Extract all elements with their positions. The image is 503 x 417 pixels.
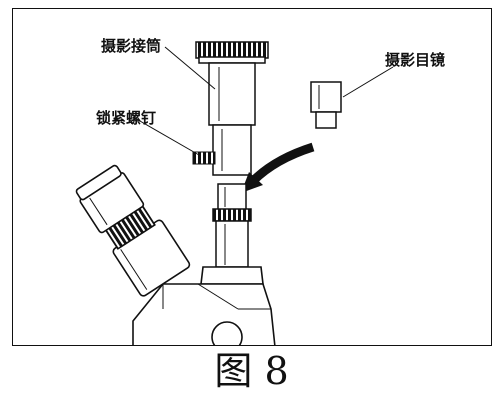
figure-caption: 图 8 <box>214 349 289 393</box>
label-lock-screw: 锁紧螺钉 <box>96 109 157 127</box>
label-photo-adapter: 摄影接筒 <box>101 37 162 55</box>
binocular-eyepiece <box>75 164 191 297</box>
trinocular-tube <box>212 183 252 268</box>
leader-lines <box>132 46 394 156</box>
microscope-head <box>132 266 276 345</box>
photo-adapter <box>195 41 269 176</box>
microscope-diagram <box>75 41 394 345</box>
curved-insert-arrow <box>241 142 315 193</box>
diagram-frame: 摄影接筒 锁紧螺钉 摄影目镜 <box>12 8 492 346</box>
label-photo-eyepiece: 摄影目镜 <box>385 51 446 69</box>
photo-eyepiece <box>310 81 342 129</box>
